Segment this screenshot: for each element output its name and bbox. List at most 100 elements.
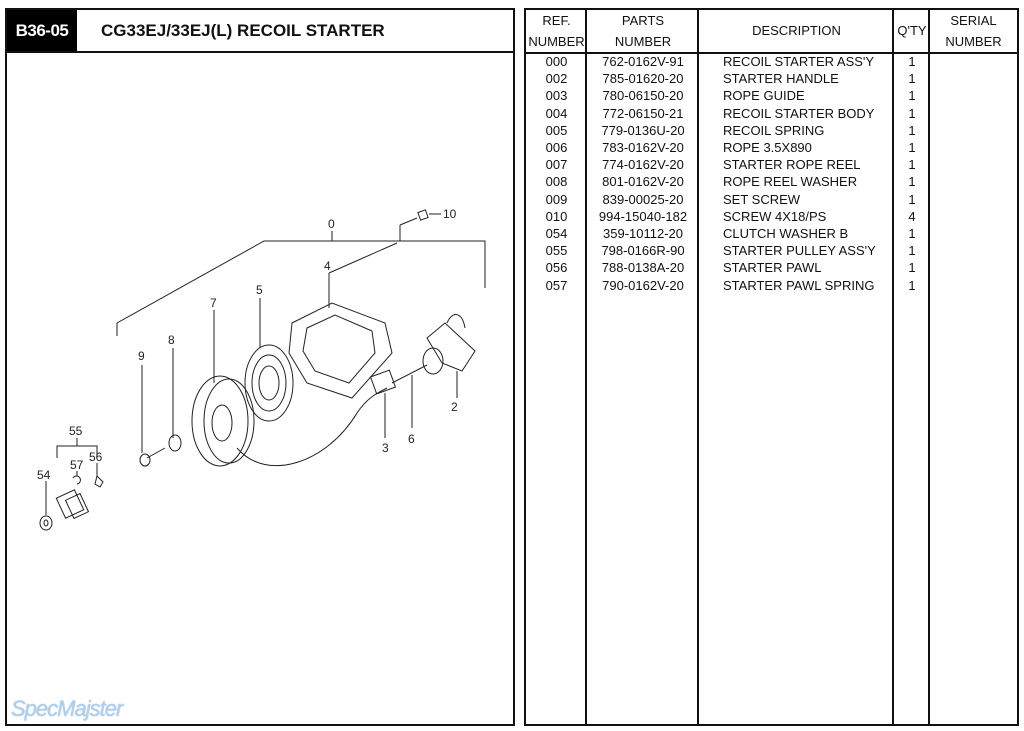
col-divider [587,10,699,724]
part-number: 839-00025-20 [602,191,684,207]
quantity: 1 [908,122,916,138]
callout-6: 6 [408,432,415,446]
quantity: 1 [908,157,916,173]
ref-number: 009 [545,191,568,207]
col-divider [699,10,894,724]
quantity: 1 [908,174,916,190]
callout-3: 3 [382,441,389,455]
table-row: 010 994-15040-182 SCREW 4X18/PS 4 [526,208,1017,225]
callout-56: 56 [89,450,103,464]
ref-number: 056 [545,260,568,276]
table-row: 000 762-0162V-91 RECOIL STARTER ASS'Y 1 [526,53,1017,70]
diagram-header: B36-05 CG33EJ/33EJ(L) RECOIL STARTER [7,10,513,53]
callout-55: 55 [69,424,83,438]
part-number: 994-15040-182 [598,208,688,224]
table-row: 003 780-06150-20 ROPE GUIDE 1 [526,87,1017,104]
table-row: 006 783-0162V-20 ROPE 3.5X890 1 [526,139,1017,156]
description: ROPE GUIDE [723,88,805,104]
ref-number: 005 [545,122,568,138]
col-divider [526,10,587,724]
part-number: 772-06150-21 [602,105,684,121]
ref-number: 008 [545,174,568,190]
page-code: B36-05 [7,10,77,51]
part-number: 790-0162V-20 [602,277,684,293]
quantity: 4 [908,208,916,224]
ref-number: 002 [545,71,568,87]
quantity: 1 [908,260,916,276]
exploded-parts-diagram: 0 10 4 5 7 8 9 2 6 3 55 56 57 54 [37,207,486,531]
ref-number: 007 [545,157,568,173]
callout-0: 0 [328,217,335,231]
callout-54: 54 [37,468,51,482]
ref-number: 004 [545,105,568,121]
table-row: 004 772-06150-21 RECOIL STARTER BODY 1 [526,105,1017,122]
callout-9: 9 [138,349,145,363]
callout-10: 10 [443,207,457,221]
description: STARTER PAWL SPRING [723,277,875,293]
table-row: 056 788-0138A-20 STARTER PAWL 1 [526,259,1017,276]
part-number: 798-0166R-90 [601,243,685,259]
ref-number: 003 [545,88,568,104]
part-number: 788-0138A-20 [601,260,685,276]
callout-57: 57 [70,458,84,472]
table-row: 007 774-0162V-20 STARTER ROPE REEL 1 [526,156,1017,173]
col-divider [894,10,930,724]
table-row: 055 798-0166R-90 STARTER PULLEY ASS'Y 1 [526,242,1017,259]
table-row: 057 790-0162V-20 STARTER PAWL SPRING 1 [526,277,1017,294]
header-ref: REF.NUMBER [528,13,585,49]
quantity: 1 [908,191,916,207]
description: ROPE REEL WASHER [723,174,858,190]
quantity: 1 [908,54,916,69]
quantity: 1 [908,243,916,259]
table-row: 005 779-0136U-20 RECOIL SPRING 1 [526,122,1017,139]
ref-number: 000 [545,54,568,69]
ref-number: 006 [545,140,568,155]
description: STARTER PAWL [723,260,822,276]
description: CLUTCH WASHER B [723,226,849,241]
quantity: 1 [908,277,916,293]
callout-7: 7 [210,296,217,310]
part-number: 779-0136U-20 [601,122,685,138]
quantity: 1 [908,105,916,121]
header-description: DESCRIPTION [752,23,841,38]
ref-number: 057 [545,277,568,293]
part-number: 783-0162V-20 [602,140,684,155]
part-number: 801-0162V-20 [602,174,684,190]
ref-number: 054 [545,226,568,241]
description: ROPE 3.5X890 [723,140,812,155]
table-row: 054 359-10112-20 CLUTCH WASHER B 1 [526,225,1017,242]
part-number: 359-10112-20 [603,226,683,241]
quantity: 1 [908,140,916,155]
page-title: CG33EJ/33EJ(L) RECOIL STARTER [101,21,385,40]
part-number: 780-06150-20 [602,88,684,104]
watermark-logo: SpecMajster [11,696,123,721]
description: SET SCREW [723,191,801,207]
description: SCREW 4X18/PS [723,208,827,224]
callout-8: 8 [168,333,175,347]
diagram-panel: B36-05 CG33EJ/33EJ(L) RECOIL STARTER [5,8,515,726]
description: RECOIL STARTER BODY [723,105,875,121]
ref-number: 010 [545,208,568,224]
description: STARTER HANDLE [723,71,839,87]
table-row: 009 839-00025-20 SET SCREW 1 [526,191,1017,208]
quantity: 1 [908,88,916,104]
header-qty: Q'TY [897,23,927,38]
callout-5: 5 [256,283,263,297]
part-number: 762-0162V-91 [602,54,684,69]
part-number: 774-0162V-20 [602,157,684,173]
callout-2: 2 [451,400,458,414]
part-number: 785-01620-20 [602,71,684,87]
table-row: 008 801-0162V-20 ROPE REEL WASHER 1 [526,173,1017,190]
description: STARTER PULLEY ASS'Y [723,243,876,259]
description: STARTER ROPE REEL [723,157,861,173]
quantity: 1 [908,226,916,241]
description: RECOIL SPRING [723,122,825,138]
callout-4: 4 [324,259,331,273]
description: RECOIL STARTER ASS'Y [723,54,875,69]
ref-number: 055 [545,243,568,259]
